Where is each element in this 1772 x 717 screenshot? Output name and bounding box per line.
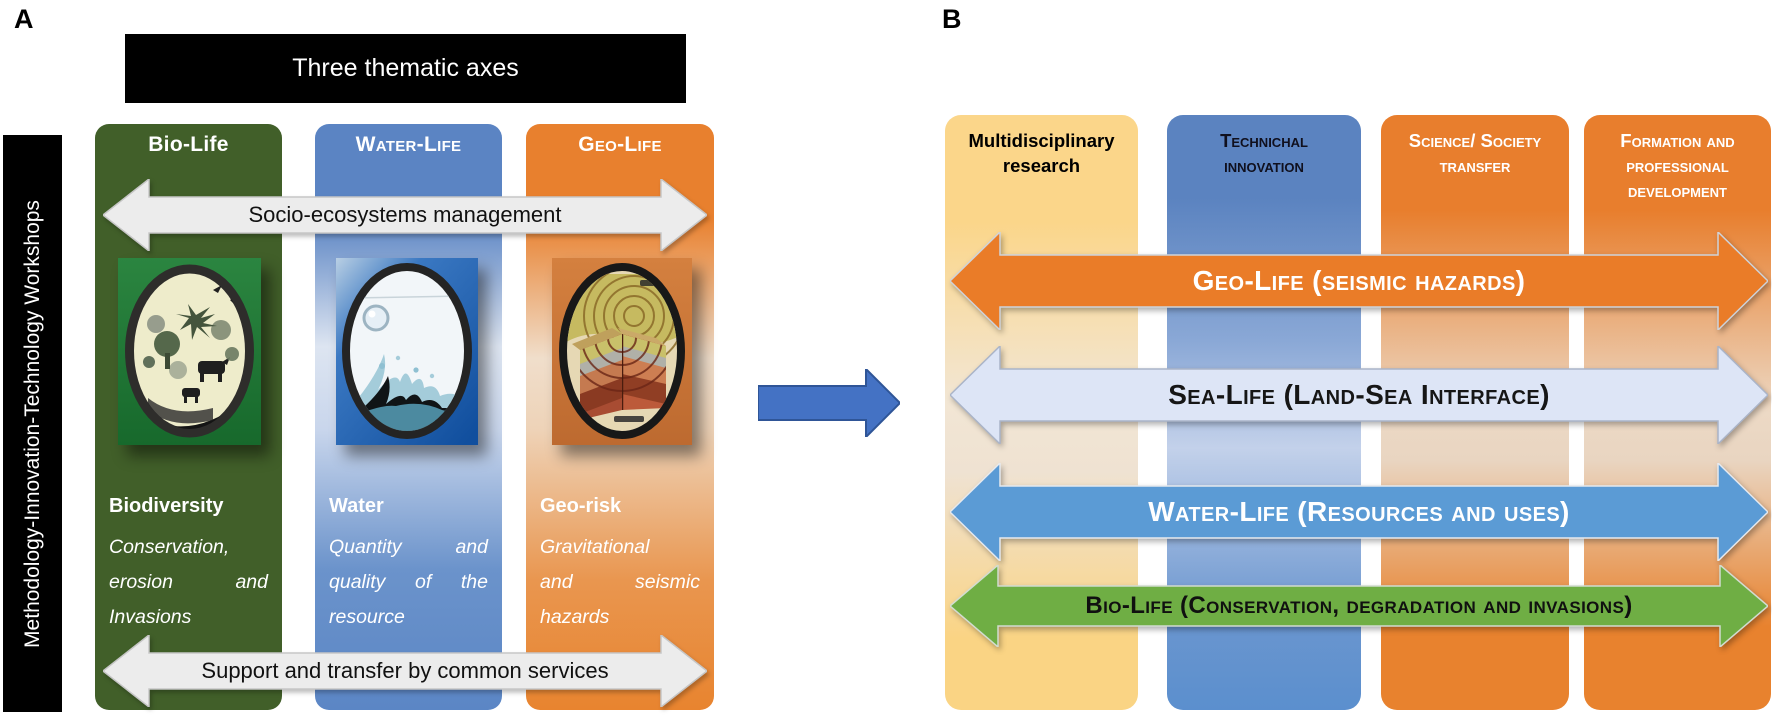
water-splash-icon [336,258,478,445]
description-line: erosion and [109,571,268,593]
biodiversity-collage-icon [118,258,261,445]
workshops-sidebar-text: Methodology-Innovation-Technology Worksh… [20,199,44,648]
sea-life-arrow-label: Sea-Life (Land-Sea Interface) [1168,379,1550,410]
water-life-arrow-label: Water-Life (Resources and uses) [1148,496,1570,527]
thematic-axes-banner-text: Three thematic axes [292,54,519,82]
description-line: Quantity and [329,536,488,558]
column-header: Technichal innovation [1167,128,1361,178]
support-transfer-arrow: Support and transfer by common services [103,635,707,707]
double-arrow-icon [950,565,1768,647]
biodiversity-image [118,258,261,445]
geo-topic-title: Geo-risk [540,495,622,517]
double-arrow-icon [950,232,1768,330]
description-line: Invasions [109,606,192,628]
description-line: resource [329,606,405,628]
sea-life-arrow: Sea-Life (Land-Sea Interface) [950,346,1768,444]
bio-topic-description: Conservation, erosion and Invasions [109,530,268,635]
description-line: hazards [540,606,610,628]
header-line: Formation and [1620,130,1735,151]
header-line: transfer [1439,155,1511,176]
description-line: quality of the [329,571,488,593]
panel-a-label: A [14,4,34,34]
double-arrow-icon [950,346,1768,444]
water-topic-description: Quantity and quality of the resource [329,530,488,635]
column-header: Multidisciplinary research [945,128,1138,178]
header-line: Science/ Society [1408,130,1542,151]
water-topic-title: Water [329,495,384,517]
double-arrow-icon [950,463,1768,561]
geo-topic-description: Gravitational and seismic hazards [540,530,700,635]
bio-life-arrow: Bio-Life (Conservation, degradation and … [950,565,1768,647]
right-arrow-icon [757,366,902,440]
water-image [336,258,478,445]
geo-life-arrow: Geo-Life (seismic hazards) [950,232,1768,330]
description-line: Gravitational [540,536,650,558]
header-line: Multidisciplinary [968,130,1115,151]
geo-life-arrow-label: Geo-Life (seismic hazards) [1192,265,1526,296]
description-line: and seismic [540,571,700,593]
column-bio-life-header: Bio-Life [148,133,229,156]
panel-transition-arrow [757,366,902,440]
socio-ecosystems-arrow-label: Socio-ecosystems management [248,202,562,227]
column-water-life-header: Water-Life [355,133,462,156]
bio-life-arrow-label: Bio-Life (Conservation, degradation and … [1085,592,1633,619]
bio-topic-title: Biodiversity [109,495,224,517]
header-line: innovation [1224,155,1304,176]
column-geo-life-header: Geo-Life [578,133,662,156]
double-arrow-icon [103,635,707,707]
water-life-arrow: Water-Life (Resources and uses) [950,463,1768,561]
workshops-sidebar: Methodology-Innovation-Technology Worksh… [3,135,62,712]
description-line: Conservation, [109,536,230,558]
seismic-block-icon [552,258,692,445]
panel-b-label: B [942,4,962,34]
header-line: Technichal [1220,130,1308,151]
header-line: research [1002,155,1081,176]
column-header: Science/ Society transfer [1381,128,1569,178]
column-header: Formation and professional development [1584,128,1771,203]
socio-ecosystems-arrow: Socio-ecosystems management [103,179,707,251]
header-line: professional [1626,155,1729,176]
thematic-axes-banner: Three thematic axes [125,34,686,103]
double-arrow-icon [103,179,707,251]
support-transfer-arrow-label: Support and transfer by common services [201,658,609,683]
header-line: development [1628,180,1727,201]
geo-risk-image [552,258,692,445]
